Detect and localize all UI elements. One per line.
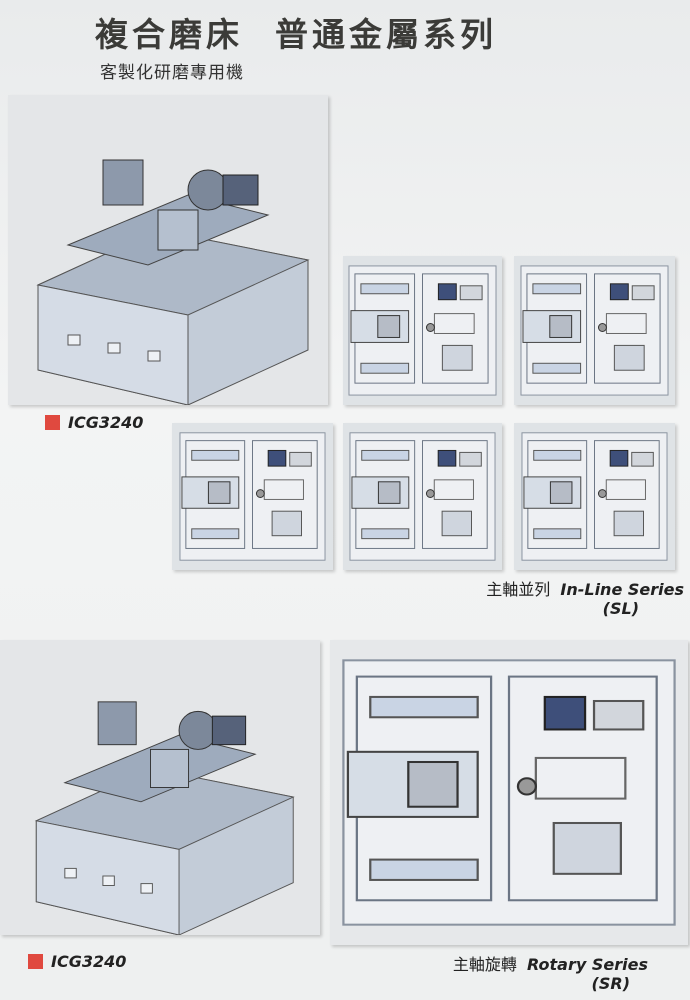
series-caption-inline: 主軸並列 In-Line Series (SL) — [486, 580, 684, 618]
schematic-view-rotary — [330, 640, 688, 945]
machine-illustration — [34, 701, 295, 935]
machine-render-inline — [8, 95, 328, 405]
schematic-drawing — [342, 659, 676, 926]
series-code: (SR) — [591, 974, 630, 993]
schematic-drawing — [520, 265, 669, 396]
schematic-drawing — [348, 265, 497, 396]
series-caption-rotary: 主軸旋轉 Rotary Series (SR) — [453, 955, 648, 993]
red-square-marker — [28, 954, 43, 969]
model-label-rotary: ICG3240 — [28, 952, 126, 971]
model-label-inline: ICG3240 — [45, 413, 143, 432]
schematic-view-3 — [172, 423, 333, 570]
machine-render-rotary — [0, 640, 320, 935]
title-part-2: 普通金屬系列 — [275, 15, 497, 54]
schematic-view-1 — [343, 256, 502, 405]
title-part-1: 複合磨床 — [95, 15, 243, 54]
schematic-view-2 — [514, 256, 675, 405]
schematic-drawing — [521, 432, 668, 561]
model-label-text: ICG3240 — [51, 952, 127, 971]
schematic-drawing — [349, 432, 496, 561]
series-zh: 主軸並列 — [486, 580, 551, 599]
schematic-drawing — [179, 432, 326, 561]
series-en: In-Line Series — [560, 580, 684, 599]
page-title: 複合磨床普通金屬系列 — [95, 8, 497, 56]
machine-illustration — [36, 159, 310, 405]
series-code: (SL) — [602, 599, 639, 618]
model-label-text: ICG3240 — [68, 413, 144, 432]
schematic-view-5 — [514, 423, 675, 570]
red-square-marker — [45, 415, 60, 430]
page-subtitle: 客製化研磨專用機 — [100, 63, 244, 83]
series-en: Rotary Series — [527, 955, 648, 974]
schematic-view-4 — [343, 423, 502, 570]
series-zh: 主軸旋轉 — [452, 955, 517, 974]
